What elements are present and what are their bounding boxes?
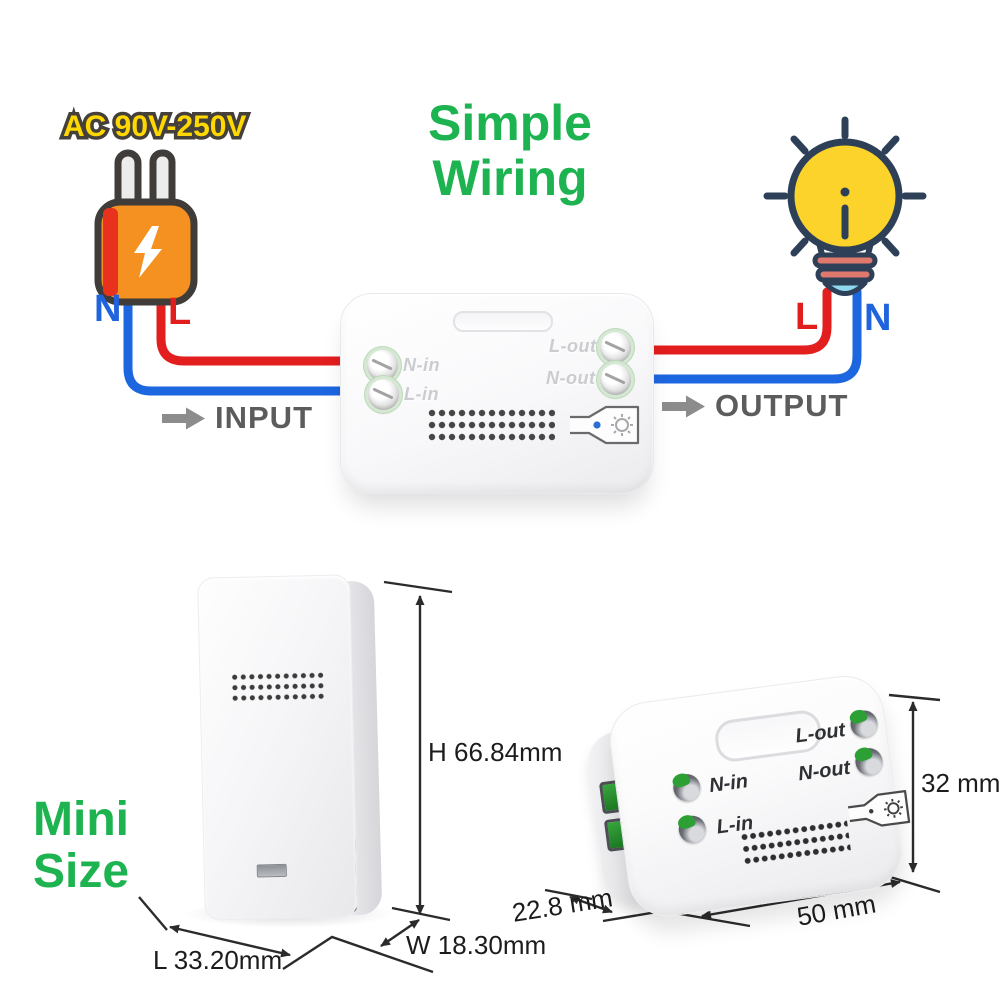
terminal-label-l-in: L-in <box>404 384 439 404</box>
terminal-label-n-in: N-in <box>403 355 440 375</box>
terminal-label-n-out: N-out <box>796 756 852 786</box>
terminal-screw-l-out <box>600 332 631 363</box>
led-indicator-dot <box>868 809 874 814</box>
light-switch-icon <box>570 405 640 445</box>
terminal-screw-n-out <box>853 746 885 777</box>
module-body: L-out N-out N-in L-in <box>605 671 911 922</box>
module-top-slot <box>453 311 553 332</box>
dim-remote-width: W 18.30mm <box>406 930 546 960</box>
power-plug-icon <box>94 149 198 306</box>
terminal-screw-l-in <box>677 814 708 845</box>
light-bulb-icon <box>763 116 927 296</box>
load-neutral-label: N <box>864 297 892 339</box>
speaker-grille <box>427 407 555 443</box>
output-label: OUTPUT <box>715 388 849 423</box>
title-line1: Mini <box>33 793 129 846</box>
sun-glyph <box>883 798 903 818</box>
led-indicator-dot <box>593 421 601 429</box>
source-neutral-label: N <box>94 288 122 330</box>
terminal-label-n-out: N-out <box>546 368 596 388</box>
terminal-label-n-in: N-in <box>707 770 750 798</box>
relay-module-3d-view: L-out N-out N-in L-in <box>579 671 911 922</box>
light-switch-icon <box>847 790 911 827</box>
title-line1: Simple <box>428 95 592 151</box>
lightning-bolt-icon <box>134 226 162 278</box>
title-line2: Wiring <box>432 150 588 206</box>
relay-module-front-view: N-in L-in L-out N-out <box>340 293 654 494</box>
ac-rating-label: AC 90V-250V AC 90V-250V <box>59 107 249 147</box>
speaker-grille <box>739 817 852 870</box>
input-label: INPUT <box>215 400 313 435</box>
terminal-screw-n-in <box>671 772 702 803</box>
page-title: Simple Wiring <box>388 96 632 206</box>
terminal-screw-n-in <box>367 350 398 381</box>
input-caption: INPUT <box>162 400 313 436</box>
terminal-label-l-out: L-out <box>549 336 597 356</box>
sun-glyph <box>611 414 633 436</box>
load-live-label: L <box>795 296 819 338</box>
dim-module-depth: 22.8 mm <box>510 882 615 927</box>
mini-size-title: Mini Size <box>33 794 233 898</box>
remote-led-window <box>256 863 287 878</box>
terminal-screw-l-in <box>368 379 399 410</box>
right-arrow-icon <box>162 407 205 429</box>
dim-remote-length: L 33.20mm <box>153 945 282 975</box>
remote-speaker-grille <box>230 669 326 705</box>
dim-remote-height: H 66.84mm <box>428 737 562 767</box>
right-arrow-icon <box>662 395 705 417</box>
terminal-screw-n-out <box>600 364 631 395</box>
title-line2: Size <box>33 845 130 898</box>
source-live-label: L <box>168 291 192 333</box>
ac-rating-outline: AC 90V-250V <box>59 107 249 147</box>
dim-module-height: 32 mm <box>921 768 1000 798</box>
ac-rating-text: AC 90V-250V <box>63 110 247 143</box>
terminal-screw-l-out <box>848 708 880 740</box>
remote-switch-front-face <box>197 574 358 921</box>
output-caption: OUTPUT <box>662 388 848 424</box>
